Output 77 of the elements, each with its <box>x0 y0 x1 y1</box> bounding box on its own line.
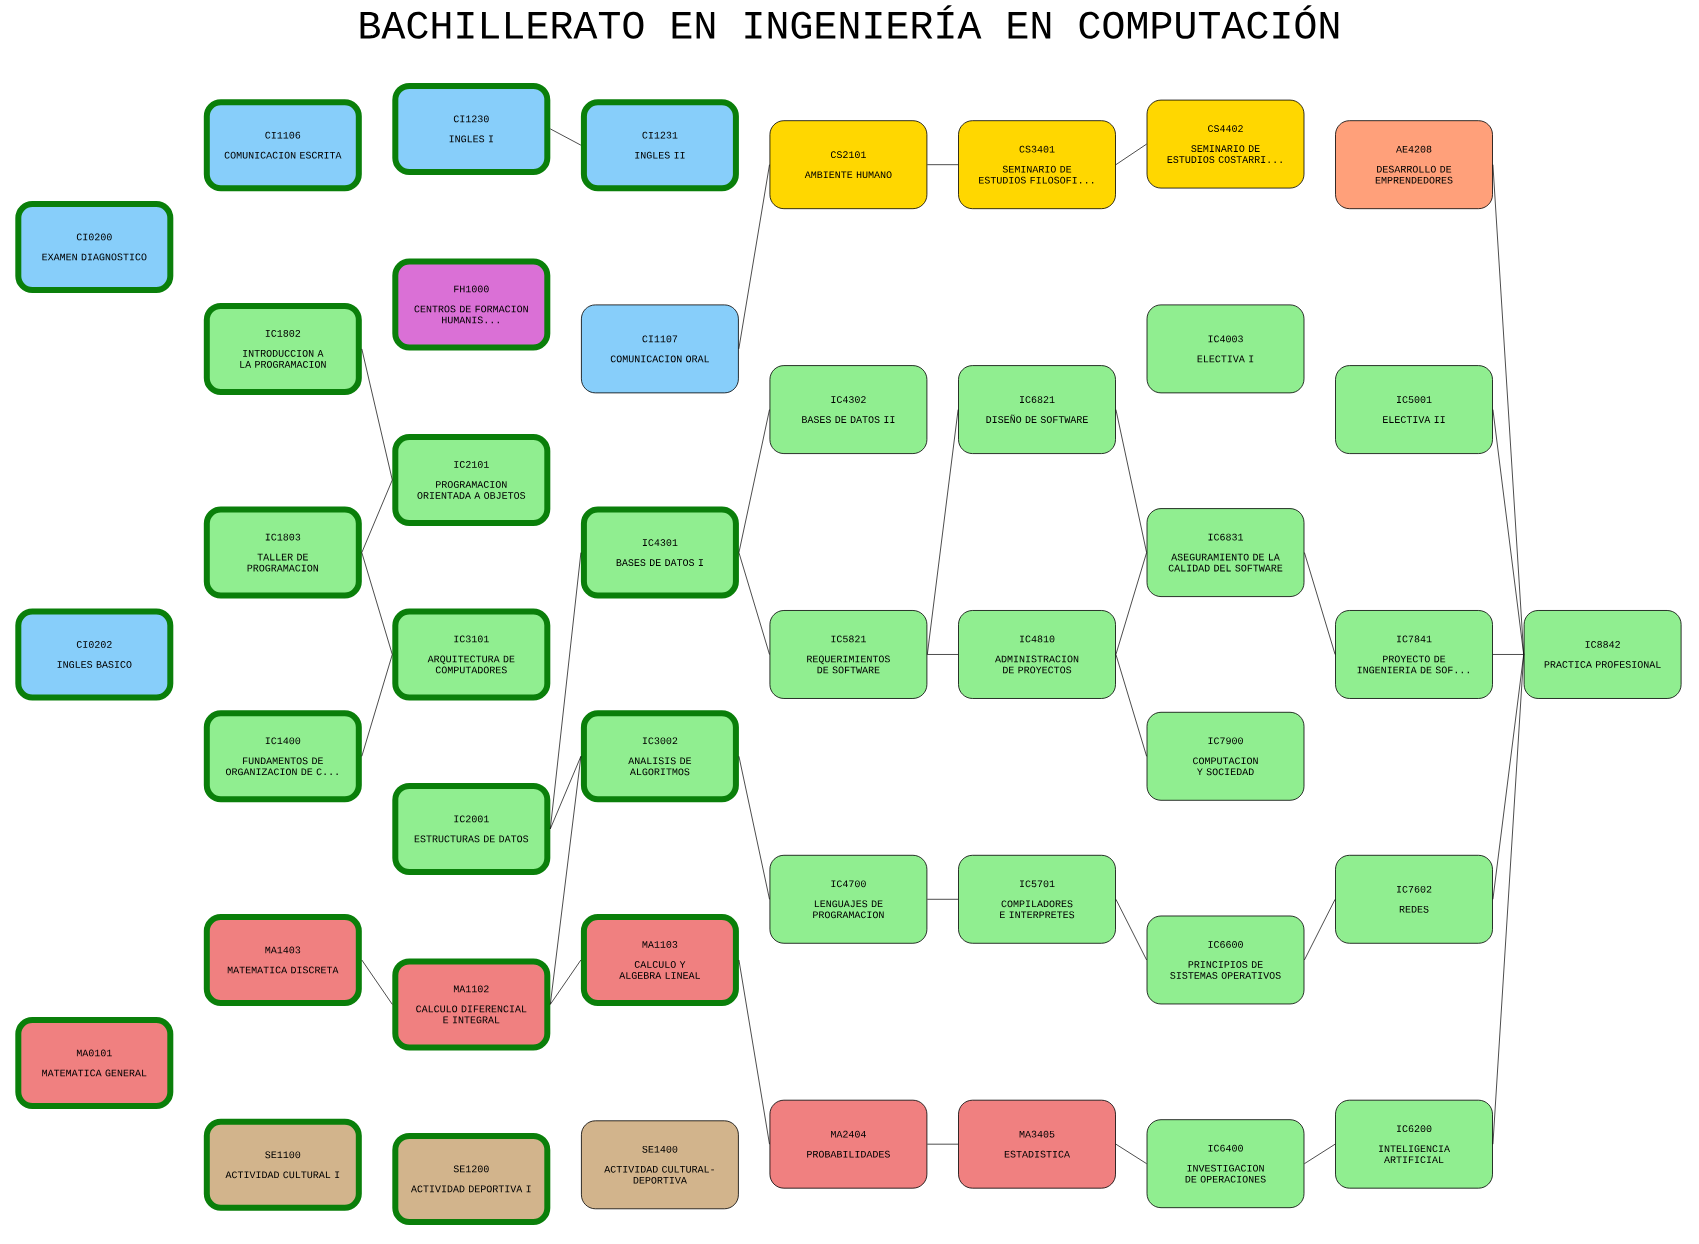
connector-line <box>1492 409 1525 655</box>
connector-line <box>1115 409 1147 553</box>
course-box: MA1103 CALCULO Y ALGEBRA LINEAL <box>580 914 739 1006</box>
course-box: MA3405 ESTADISTICA <box>958 1099 1116 1189</box>
title: BACHILLERATO EN INGENIERÍA EN COMPUTACIÓN <box>360 5 1339 39</box>
connector-line <box>1115 1143 1147 1165</box>
course-box: IC5701 COMPILADORES E INTERPRETES <box>958 854 1116 944</box>
connector-line <box>361 552 393 655</box>
course-box: CI0202 INGLES BASICO <box>15 608 174 701</box>
course-box: IC7900 COMPUTACION Y SOCIEDAD <box>1146 711 1305 801</box>
connector-line <box>738 164 770 350</box>
course-box: IC5001 ELECTIVA II <box>1335 365 1493 454</box>
course-box: IC1802 INTRODUCCION A LA PROGRAMACION <box>203 302 362 395</box>
course-box: IC6600 PRINCIPIOS DE SISTEMAS OPERATIVOS <box>1146 915 1305 1005</box>
connector-line <box>926 409 959 655</box>
connector-line <box>738 755 770 900</box>
course-box: MA1102 CALCULO DIFERENCIAL E INTEGRAL <box>392 958 551 1051</box>
connector-line <box>549 552 582 830</box>
connector-line <box>1304 552 1336 655</box>
connector-line <box>361 959 393 1005</box>
course-box: CI1231 INGLES II <box>580 99 739 192</box>
course-box: IC7602 REDES <box>1335 854 1493 944</box>
course-box: IC6831 ASEGURAMIENTO DE LA CALIDAD DEL SOFTWARE <box>1146 508 1305 597</box>
course-box: CS3401 SEMINARIO DE ESTUDIOS FILOSOFI... <box>958 120 1116 210</box>
course-box: MA2404 PROBABILIDADES <box>769 1099 928 1189</box>
course-box: IC5821 REQUERIMIENTOS DE SOFTWARE <box>769 610 928 699</box>
course-box: IC6200 INTELIGENCIA ARTIFICIAL <box>1335 1099 1493 1189</box>
connector-line <box>549 128 582 146</box>
course-box: CI1230 INGLES I <box>392 82 551 175</box>
connector-line <box>1304 1143 1336 1165</box>
connector-line <box>549 755 582 1005</box>
course-box: IC4302 BASES DE DATOS II <box>769 365 928 454</box>
connector-line <box>361 348 393 481</box>
connector-line <box>1115 654 1147 757</box>
connector-line <box>1115 552 1147 655</box>
course-box: CI1106 COMUNICACION ESCRITA <box>203 99 362 192</box>
course-box: MA0101 MATEMATICA GENERAL <box>15 1017 174 1109</box>
connector-line <box>549 755 582 830</box>
course-box: CI1107 COMUNICACION ORAL <box>581 304 739 394</box>
course-box: SE1400 ACTIVIDAD CULTURAL-DEPORTIVA <box>581 1120 739 1210</box>
course-box: CS2101 AMBIENTE HUMANO <box>769 120 928 210</box>
course-box: IC3101 ARQUITECTURA DE COMPUTADORES <box>392 608 551 701</box>
course-box: IC4700 LENGUAJES DE PROGRAMACION <box>769 854 928 944</box>
connector-line <box>361 654 393 757</box>
connector-line <box>738 959 770 1145</box>
course-box: SE1100 ACTIVIDAD CULTURAL I <box>203 1118 362 1211</box>
course-box: IC6400 INVESTIGACION DE OPERACIONES <box>1146 1119 1305 1209</box>
connector-line <box>361 479 393 553</box>
connector-line <box>1492 654 1525 1145</box>
course-box: CI0200 EXAMEN DIAGNOSTICO <box>15 201 174 293</box>
connector-line <box>1304 898 1336 961</box>
course-box: IC8842 PRACTICA PROFESIONAL <box>1523 610 1682 699</box>
course-box: MA1403 MATEMATICA DISCRETA <box>203 914 362 1006</box>
connector-line <box>926 164 959 166</box>
connector-line <box>926 1143 959 1145</box>
course-box: SE1200 ACTIVIDAD DEPORTIVA I <box>392 1132 551 1225</box>
course-box: IC4003 ELECTIVA I <box>1146 304 1305 394</box>
course-box: IC1400 FUNDAMENTOS DE ORGANIZACION DE C... <box>203 710 362 803</box>
connector-line <box>1115 143 1147 166</box>
course-box: IC3002 ANALISIS DE ALGORITMOS <box>580 710 739 803</box>
course-box: IC2001 ESTRUCTURAS DE DATOS <box>392 782 551 875</box>
course-box: IC6821 DISEÑO DE SOFTWARE <box>958 365 1116 454</box>
course-box: IC7841 PROYECTO DE INGENIERIA DE SOF... <box>1335 610 1493 699</box>
connector-line <box>549 959 582 1005</box>
connector-line <box>1492 654 1525 655</box>
course-box: IC4810 ADMINISTRACION DE PROYECTOS <box>958 610 1116 699</box>
course-box: FH1000 CENTROS DE FORMACION HUMANIS... <box>392 258 551 351</box>
course-box: CS4402 SEMINARIO DE ESTUDIOS COSTARRI... <box>1146 99 1305 189</box>
connector-line <box>926 898 959 900</box>
course-box: IC1803 TALLER DE PROGRAMACION <box>203 506 362 599</box>
course-box: IC2101 PROGRAMACION ORIENTADA A OBJETOS <box>392 434 551 526</box>
course-box: IC4301 BASES DE DATOS I <box>580 506 739 599</box>
connector-line <box>1115 898 1147 961</box>
connector-line <box>738 409 770 553</box>
connector-line <box>926 654 959 655</box>
course-box: AE4208 DESARROLLO DE EMPRENDEDORES <box>1335 120 1493 210</box>
connector-line <box>738 552 770 655</box>
